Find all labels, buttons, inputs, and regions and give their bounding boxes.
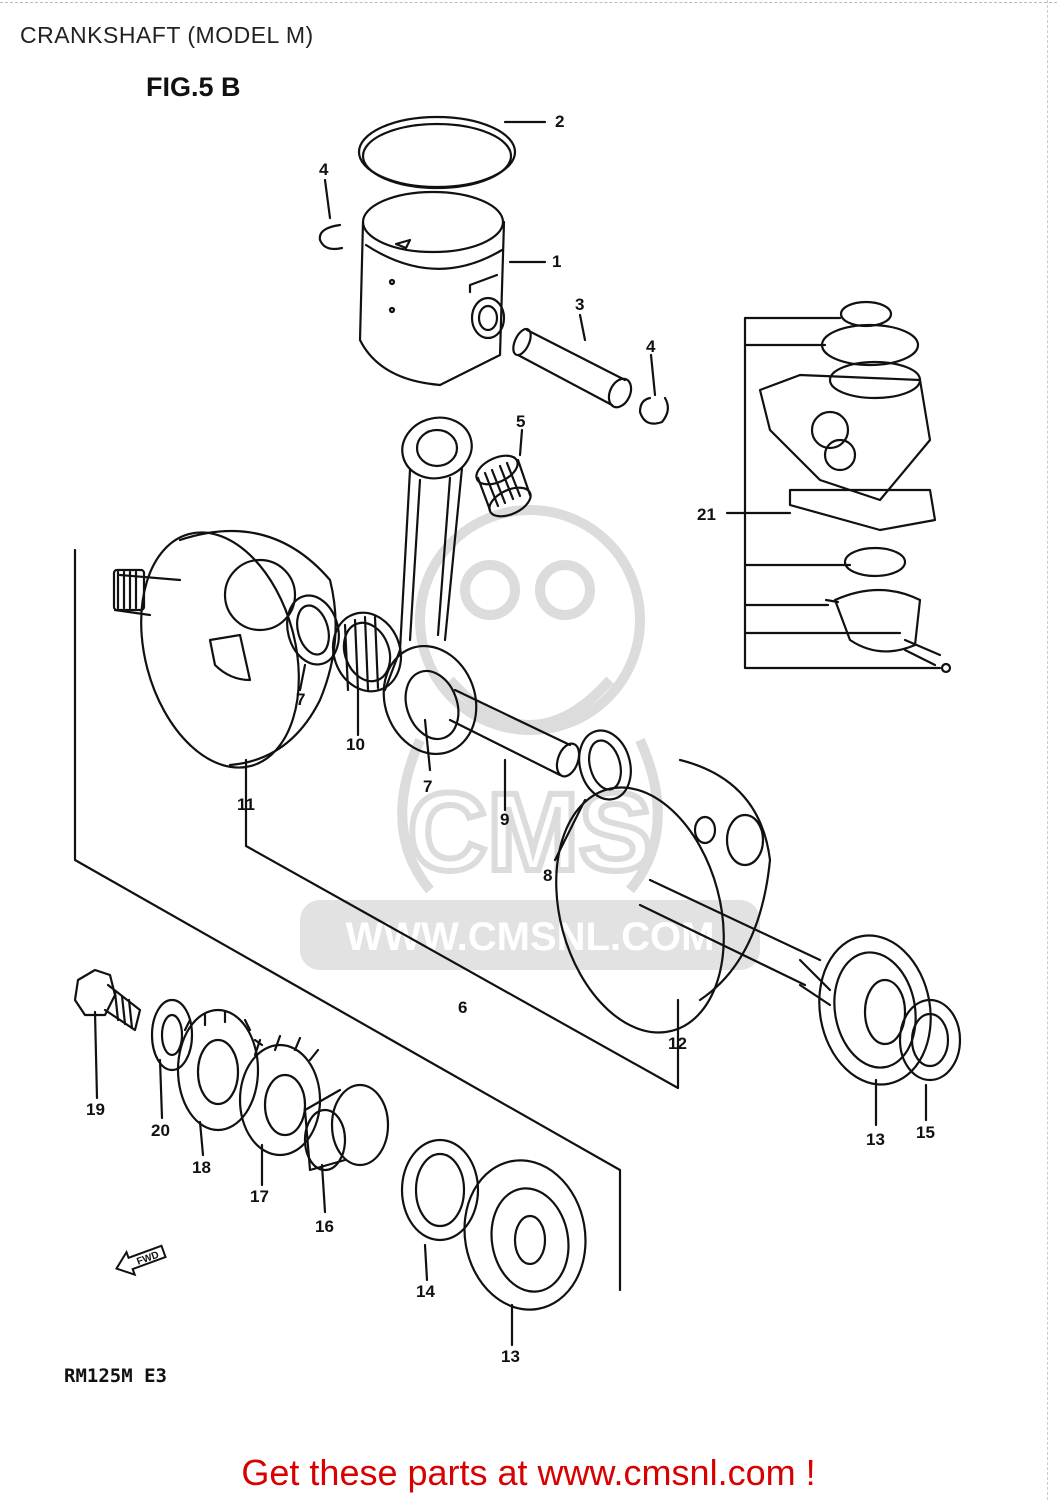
page-title: CRANKSHAFT (MODEL M): [20, 22, 314, 48]
callout-16: 16: [315, 1217, 334, 1236]
main-bearing-left-part: [463, 1159, 587, 1311]
small-end-bearing-part: [475, 454, 532, 518]
piston-part: [358, 190, 506, 387]
get-parts-link[interactable]: Get these parts at www.cmsnl.com !: [241, 1452, 816, 1493]
leader-5: [518, 428, 524, 457]
callout-15: 15: [916, 1123, 935, 1142]
watermark-banner: [300, 900, 760, 970]
callout-6: 6: [458, 998, 468, 1017]
callout-2: 2: [555, 112, 565, 131]
callout-20: 20: [151, 1121, 170, 1140]
callout-9: 9: [500, 810, 510, 829]
callout-4-left: 4: [319, 160, 329, 179]
thrust-washer-right-part: [578, 729, 632, 801]
spacer-part: [303, 1083, 390, 1172]
callout-3: 3: [575, 295, 585, 314]
callout-13-left: 13: [501, 1347, 520, 1366]
callout-12: 12: [668, 1034, 687, 1053]
leader-3: [578, 313, 587, 342]
leader-8b: [553, 798, 587, 862]
forward-direction-arrow: FWD: [115, 1244, 167, 1277]
leader-4a: [323, 178, 332, 220]
piston-pin-part: [512, 327, 633, 409]
oil-seal-right-part: [898, 998, 962, 1082]
callout-7: 7: [423, 777, 433, 796]
watermark-mascot-eye-right: [535, 560, 595, 620]
callout-11: 11: [237, 795, 255, 814]
forward-direction-label: FWD: [135, 1250, 160, 1268]
page-top-border: [0, 2, 1057, 3]
leader-16: [320, 1163, 327, 1214]
callout-13-right: 13: [866, 1130, 885, 1149]
piston-pin-clip-left-part: [318, 223, 344, 251]
callout-14: 14: [416, 1282, 435, 1301]
connecting-rod-part: [382, 416, 478, 756]
piston-pin-clip-right-part: [638, 396, 669, 425]
callout-1: 1: [552, 252, 562, 271]
callout-19: 19: [86, 1100, 105, 1119]
inset-bracket-lines: [743, 316, 942, 670]
bolt-part: [73, 968, 142, 1032]
watermark-mascot-arm-right: [626, 737, 663, 894]
callout-10: 10: [346, 735, 365, 754]
callout-5: 5: [516, 412, 526, 431]
big-end-bearing-part: [332, 611, 402, 693]
crankshaft-right-half-part: [555, 758, 832, 1034]
crankshaft-left-half-part: [112, 529, 337, 769]
page-side-border: [1047, 0, 1048, 1500]
crank-pin-part: [448, 688, 581, 778]
callout-18: 18: [192, 1158, 211, 1177]
figure-title: FIG.5 B: [146, 72, 241, 102]
callout-4-right: 4: [646, 337, 656, 356]
piston-ring-part: [357, 115, 517, 190]
leader-14: [423, 1243, 429, 1282]
leader-20: [158, 1058, 164, 1120]
leader-7: [423, 718, 432, 772]
callout-21: 21: [697, 505, 716, 524]
washer-part: [150, 998, 194, 1072]
main-bearing-right-part: [818, 934, 932, 1086]
primary-gear-part: [176, 1008, 264, 1132]
leader-19: [93, 1010, 99, 1100]
leader-18: [198, 1120, 205, 1157]
leader-4b: [649, 353, 657, 397]
thrust-washer-left-part: [286, 594, 340, 666]
assembly-bracket-6: [73, 548, 622, 1292]
oil-seal-left-part: [400, 1138, 480, 1242]
leader-8a: [298, 663, 307, 692]
top-end-kit-inset-part: [758, 300, 952, 674]
callout-8-left: 7: [296, 690, 306, 709]
assembly-bracket-11-12: [244, 758, 680, 1090]
drive-gear-part: [238, 1034, 322, 1157]
model-code: RM125M E3: [64, 1365, 167, 1387]
callout-8-right: 8: [543, 866, 553, 885]
watermark-mascot-arm-left: [397, 737, 434, 894]
callout-17: 17: [250, 1187, 269, 1206]
watermark-mascot-eye-left: [460, 560, 520, 620]
